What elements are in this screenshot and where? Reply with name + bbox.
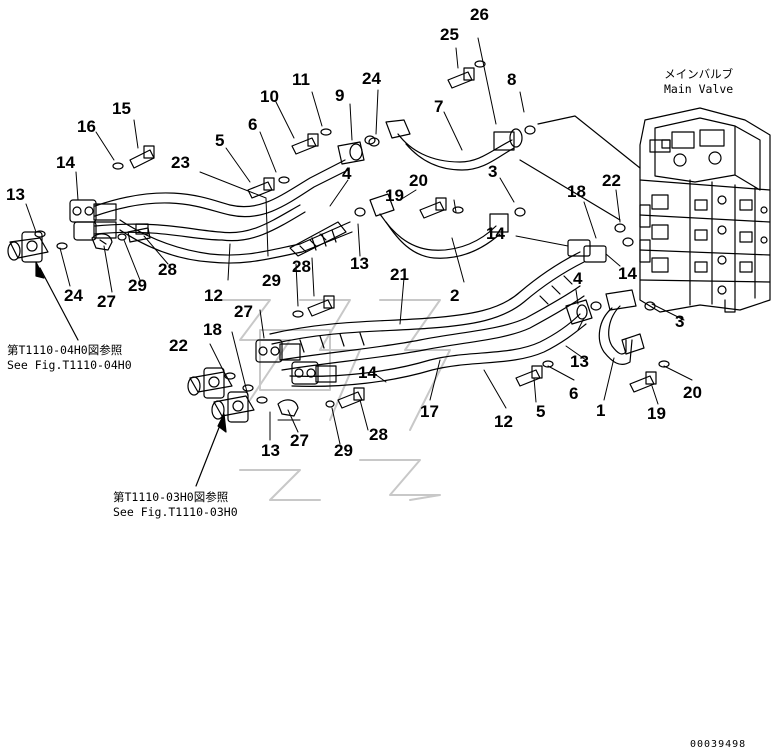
reference-note-03h0-en: See Fig.T1110-03H0 — [113, 505, 238, 519]
callout-11: 11 — [292, 70, 310, 89]
left-flange-upper — [69, 199, 117, 241]
callout-5-upper: 5 — [215, 131, 225, 150]
callout-28-upper: 28 — [158, 260, 177, 279]
callout-6-upper: 6 — [248, 115, 258, 134]
callout-6-lower: 6 — [569, 384, 579, 403]
callout-2: 2 — [450, 286, 460, 305]
bolt-28-upper — [117, 223, 151, 243]
callout-24-top: 24 — [362, 69, 381, 88]
fittings-14-right — [567, 223, 634, 263]
callout-13-left: 13 — [6, 185, 25, 204]
callout-15: 15 — [112, 99, 131, 118]
callout-4-upper: 4 — [342, 164, 352, 183]
callout-29-lower: 29 — [334, 441, 353, 460]
clamp-27-upper — [91, 233, 113, 251]
callout-14-right: 14 — [618, 264, 637, 283]
callout-13-right: 13 — [570, 352, 589, 371]
hose-7 — [385, 119, 536, 171]
callout-7: 7 — [434, 97, 444, 116]
fitting-4-lower — [565, 299, 593, 325]
reference-note-04h0: 第T1110-04H0図参照 See Fig.T1110-04H0 — [7, 343, 132, 373]
callout-27-upper: 27 — [97, 292, 116, 311]
hose-21 — [269, 251, 585, 345]
reference-note-04h0-en: See Fig.T1110-04H0 — [7, 358, 132, 372]
hose-4-upper — [289, 221, 347, 257]
leader-lines — [25, 37, 693, 445]
bolt-15 — [112, 145, 155, 170]
callout-29-upper: 29 — [128, 276, 147, 295]
document-id: 00039498 — [690, 739, 747, 750]
bolt-10-11 — [291, 128, 332, 155]
clamp-27-lower — [277, 399, 299, 417]
watermark — [214, 299, 451, 501]
callout-14-mid: 14 — [486, 224, 505, 243]
ref-arrow-03h0 — [195, 413, 227, 487]
callout-14-lower: 14 — [358, 363, 377, 382]
callout-23: 23 — [171, 153, 190, 172]
callout-17: 17 — [420, 402, 439, 421]
callout-26: 26 — [470, 5, 489, 24]
callout-9: 9 — [335, 86, 345, 105]
callout-19-upper: 19 — [385, 186, 404, 205]
hose-2 — [369, 193, 509, 259]
ref-arrow-04h0 — [35, 261, 79, 341]
reference-note-04h0-jp: 第T1110-04H0図参照 — [7, 343, 123, 357]
reference-note-03h0: 第T1110-03H0図参照 See Fig.T1110-03H0 — [113, 490, 238, 520]
bolt-5-upper — [247, 176, 290, 199]
main-valve-block — [639, 107, 771, 313]
hose-12-upper — [119, 219, 353, 264]
callout-22-left: 22 — [169, 336, 188, 355]
callout-22-right: 22 — [602, 171, 621, 190]
callout-3-lower: 3 — [675, 312, 685, 331]
callout-18-right: 18 — [567, 182, 586, 201]
hose-17 — [279, 285, 585, 371]
callout-20-upper: 20 — [409, 171, 428, 190]
bolt-19-upper — [419, 197, 464, 219]
callout-28-mid: 28 — [292, 257, 311, 276]
callout-13-mid: 13 — [350, 254, 369, 273]
bolt-5-lower — [515, 360, 554, 387]
callout-13-bottom: 13 — [261, 441, 280, 460]
callout-12-lower: 12 — [494, 412, 513, 431]
callout-25: 25 — [440, 25, 459, 44]
hose-12-lower — [289, 313, 587, 387]
pipe-1 — [590, 289, 656, 365]
callout-21: 21 — [390, 265, 409, 284]
main-valve-label-jp: メインバルブ — [664, 67, 734, 81]
callout-18-left: 18 — [203, 320, 222, 339]
callout-27-mid: 27 — [234, 302, 253, 321]
lower-left-fittings — [255, 339, 337, 385]
callout-28-lower: 28 — [369, 425, 388, 444]
callout-5-lower: 5 — [536, 402, 546, 421]
main-valve-label-en: Main Valve — [664, 82, 734, 96]
callout-12-upper: 12 — [204, 286, 223, 305]
callout-14-left: 14 — [56, 153, 75, 172]
callout-10: 10 — [260, 87, 279, 106]
callout-27-lower: 27 — [290, 431, 309, 450]
bolt-25 — [447, 60, 486, 89]
callout-16: 16 — [77, 117, 96, 136]
bolt-28-lower — [325, 387, 365, 409]
left-pipe-upper — [7, 230, 68, 263]
reference-note-03h0-jp: 第T1110-03H0図参照 — [113, 490, 229, 504]
callout-24-left: 24 — [64, 286, 83, 305]
callout-20-lower: 20 — [683, 383, 702, 402]
callout-1: 1 — [596, 401, 606, 420]
bolt-19-lower — [629, 360, 670, 393]
bolt-28-middle — [292, 295, 335, 318]
callout-4-lower: 4 — [573, 269, 583, 288]
callout-3-upper: 3 — [488, 162, 498, 181]
callout-29-mid: 29 — [262, 271, 281, 290]
main-valve-label: メインバルブ Main Valve — [664, 67, 733, 97]
callout-19-lower: 19 — [647, 404, 666, 423]
lower-left-pipes — [187, 367, 268, 423]
callout-8: 8 — [507, 70, 517, 89]
hose-braid-marks — [299, 275, 573, 353]
